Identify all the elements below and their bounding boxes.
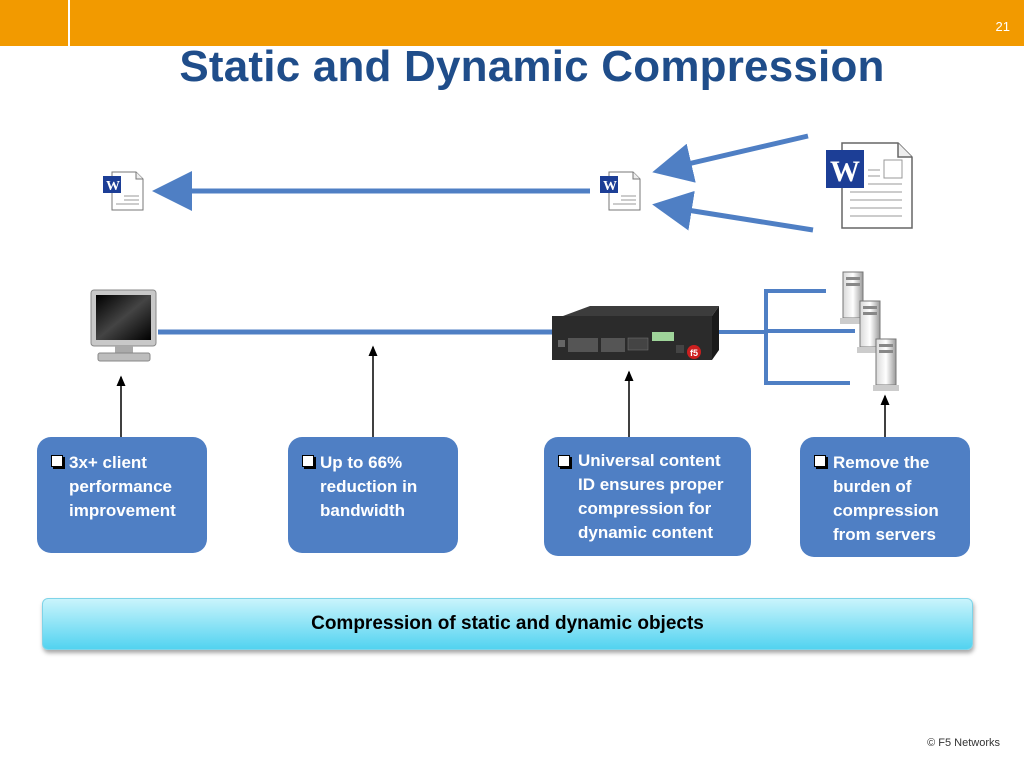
checkbox-bullet-icon — [302, 455, 314, 467]
header-bar: 21 — [0, 0, 1024, 46]
callout-server-offload: Remove the burden of compression from se… — [800, 437, 970, 557]
copyright-footer: © F5 Networks — [927, 737, 1000, 749]
callout-text: Up to 66% reduction in bandwidth — [320, 453, 418, 520]
monitor-icon — [90, 289, 157, 362]
page-title: Static and Dynamic Compression — [179, 42, 885, 91]
svg-text:W: W — [830, 155, 860, 188]
callout-client-performance: 3x+ client performance improvement — [37, 437, 207, 553]
server-bracket — [764, 289, 850, 385]
word-document-icon: W — [600, 171, 641, 211]
server-icon — [840, 271, 866, 324]
network-device-icon: f5 — [552, 306, 719, 360]
callout-content-id: Universal content ID ensures proper comp… — [544, 437, 751, 556]
checkbox-bullet-icon — [51, 455, 63, 467]
server-arrow-bottom — [652, 190, 814, 233]
svg-text:f5: f5 — [690, 348, 698, 358]
callout-text: 3x+ client performance improvement — [69, 453, 176, 520]
callout-text: Universal content ID ensures proper comp… — [578, 451, 724, 542]
server-arrow-top — [652, 133, 809, 183]
checkbox-bullet-icon — [814, 455, 826, 467]
svg-text:W: W — [603, 179, 617, 194]
summary-banner: Compression of static and dynamic object… — [42, 598, 973, 650]
word-document-icon: W — [103, 171, 144, 211]
slide-number: 21 — [995, 19, 1010, 34]
callout-text: Remove the burden of compression from se… — [833, 453, 939, 544]
word-document-icon: W — [826, 142, 913, 229]
server-icon — [873, 338, 899, 391]
callout-bandwidth: Up to 66% reduction in bandwidth — [288, 437, 458, 553]
svg-text:W: W — [106, 179, 120, 194]
header-bar-left — [0, 0, 70, 46]
server-icon — [857, 300, 883, 353]
checkbox-bullet-icon — [558, 455, 570, 467]
